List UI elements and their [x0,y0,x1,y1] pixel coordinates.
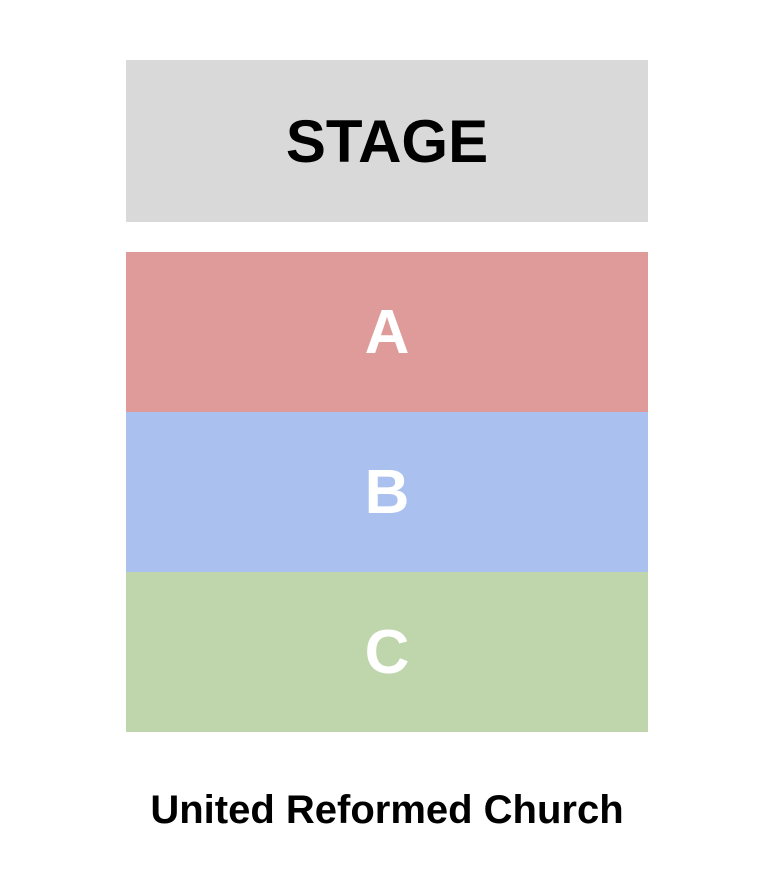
section-c-label: C [364,617,410,687]
stage: STAGE [126,60,648,222]
stage-label: STAGE [285,107,489,175]
section-c[interactable]: C [126,572,648,732]
section-b[interactable]: B [126,412,648,572]
section-a-label: A [364,297,410,367]
section-a[interactable]: A [126,252,648,412]
venue-name: United Reformed Church [150,788,624,832]
section-b-label: B [364,457,410,527]
